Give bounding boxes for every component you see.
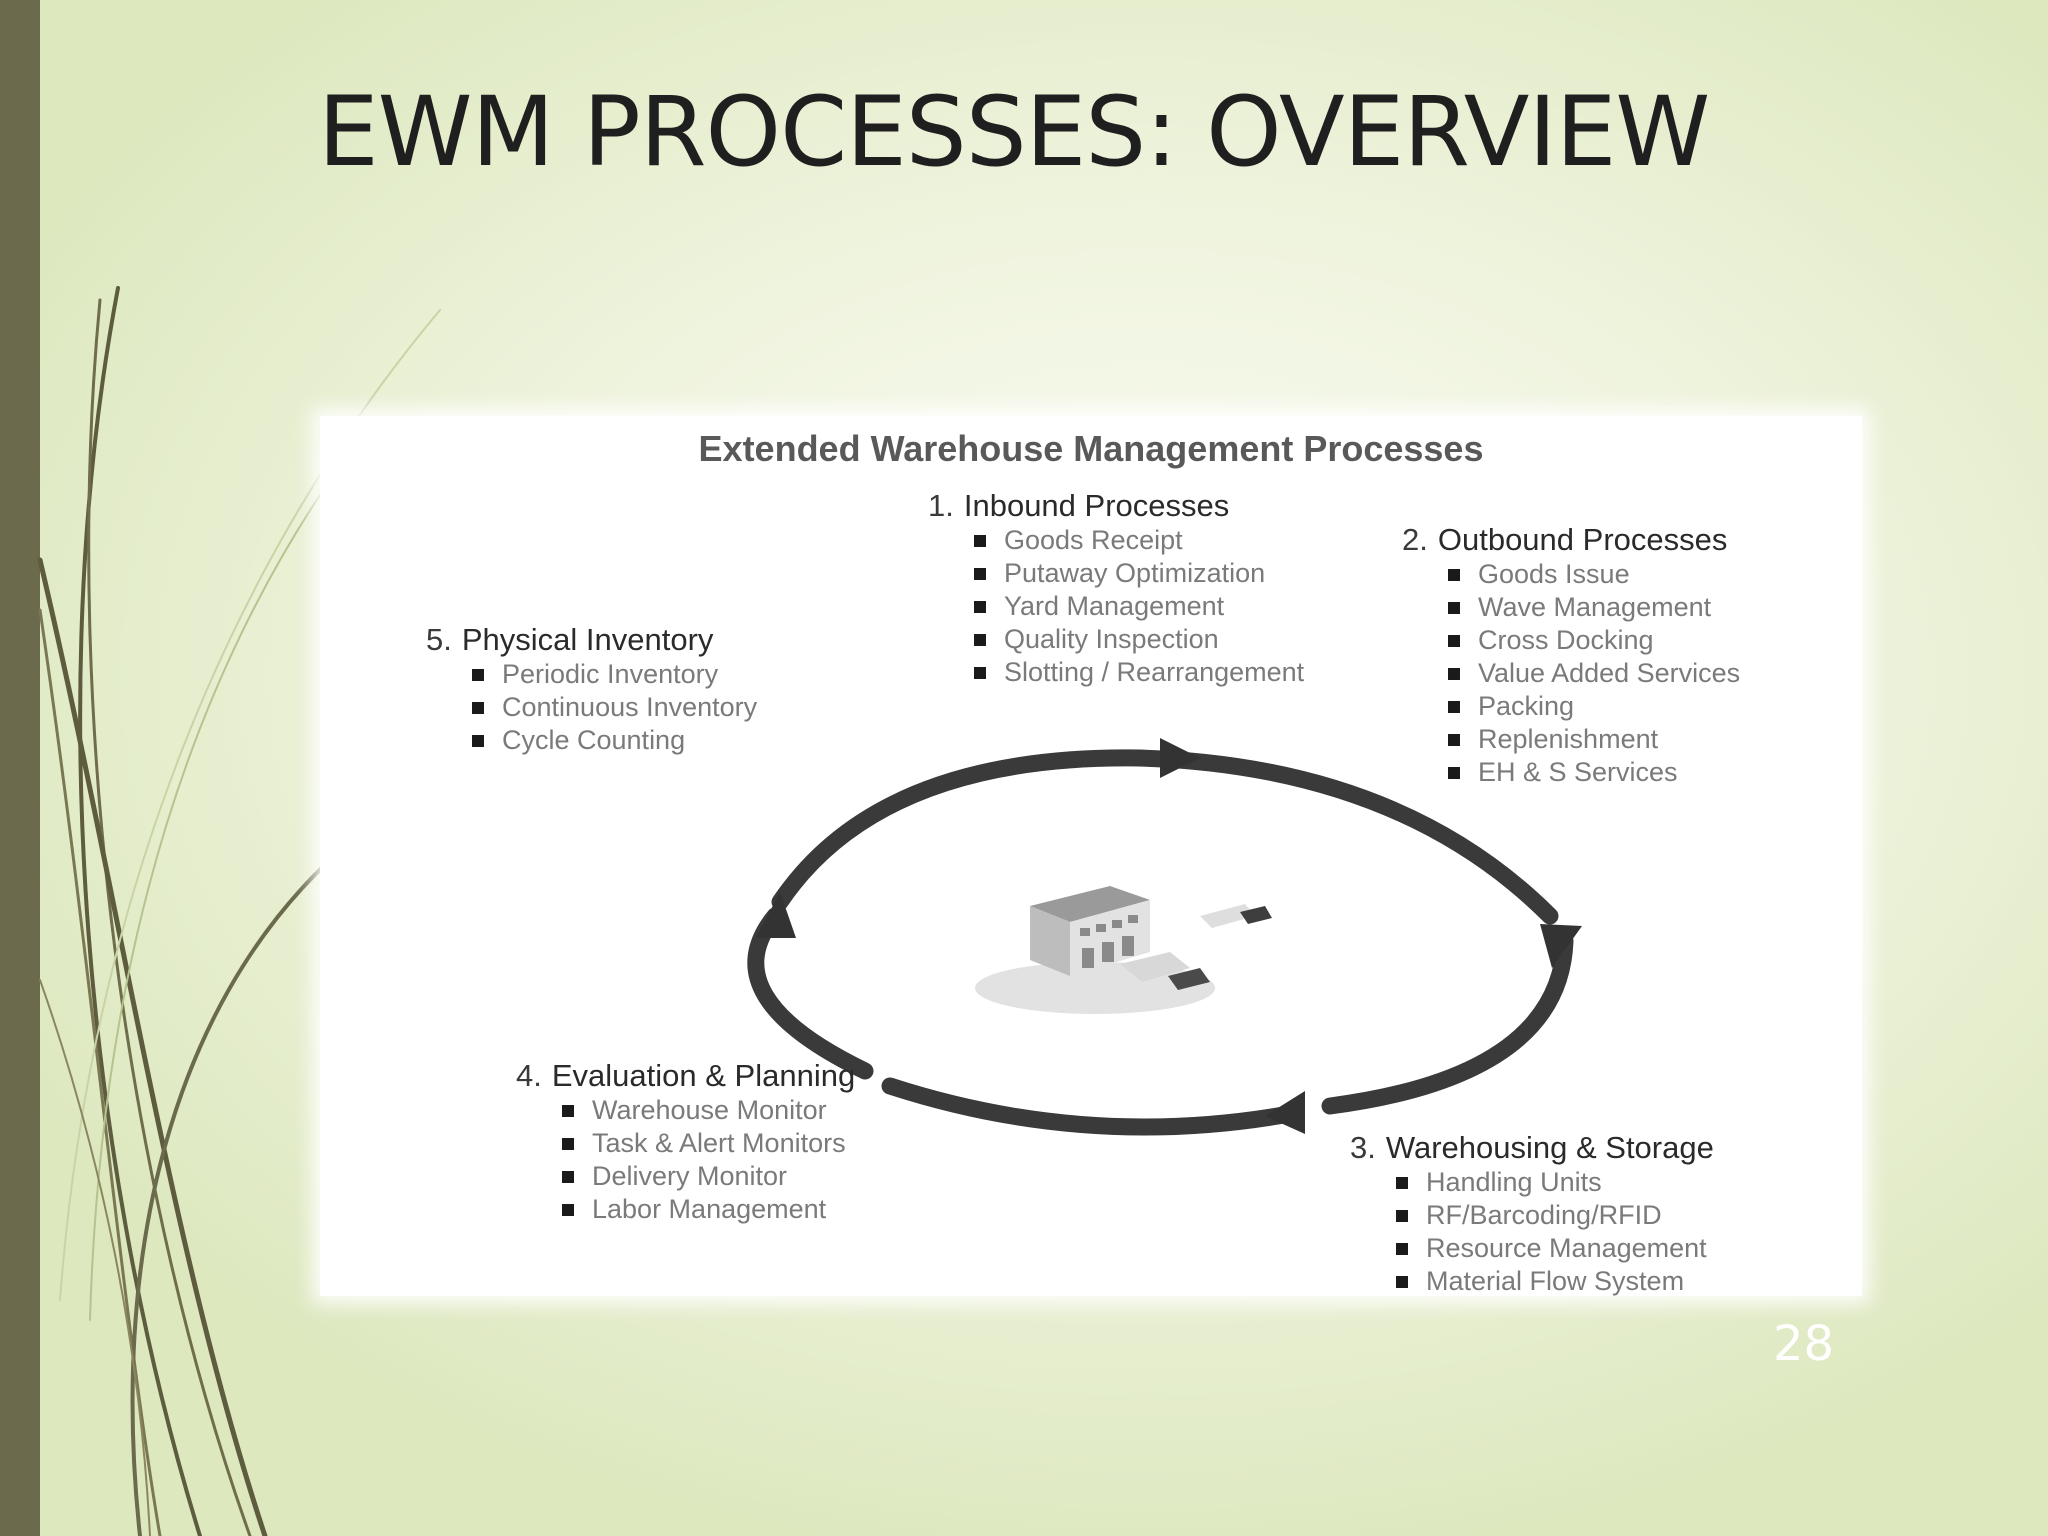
process-block-physical-inventory: 5.Physical Inventory Periodic Inventory … <box>426 622 757 757</box>
process-item: Material Flow System <box>1396 1265 1714 1298</box>
process-item: RF/Barcoding/RFID <box>1396 1199 1714 1232</box>
process-item: Goods Issue <box>1448 558 1740 591</box>
process-item: Putaway Optimization <box>974 557 1304 590</box>
cycle-arrowhead-right <box>1540 924 1582 968</box>
process-item: Continuous Inventory <box>472 691 757 724</box>
process-cycle-diagram <box>747 738 1582 1136</box>
process-item: Yard Management <box>974 590 1304 623</box>
process-block-outbound: 2.Outbound Processes Goods Issue Wave Ma… <box>1402 522 1740 789</box>
slide-title: EWM PROCESSES: OVERVIEW <box>318 76 1710 188</box>
process-item: Wave Management <box>1448 591 1740 624</box>
process-item: Slotting / Rearrangement <box>974 656 1304 689</box>
process-item: Goods Receipt <box>974 524 1304 557</box>
process-heading: 5.Physical Inventory <box>426 622 714 657</box>
process-item: EH & S Services <box>1448 756 1740 789</box>
cycle-arrowhead-top <box>1160 738 1200 778</box>
process-heading: 4.Evaluation & Planning <box>516 1058 856 1093</box>
process-block-inbound: 1.Inbound Processes Goods Receipt Putawa… <box>928 488 1304 689</box>
process-item: Task & Alert Monitors <box>562 1127 855 1160</box>
process-item: Handling Units <box>1396 1166 1714 1199</box>
cycle-arrow-right <box>1321 932 1574 1115</box>
left-accent-bar <box>0 0 40 1536</box>
process-heading: 2.Outbound Processes <box>1402 522 1728 557</box>
cycle-arrowhead-bottom <box>1265 1091 1305 1134</box>
process-item: Packing <box>1448 690 1740 723</box>
decorative-swoosh-lines <box>37 286 441 1536</box>
process-block-warehousing-storage: 3.Warehousing & Storage Handling Units R… <box>1350 1130 1714 1298</box>
cycle-arrow-bottom <box>881 1077 1304 1136</box>
process-item: Delivery Monitor <box>562 1160 855 1193</box>
process-item: Labor Management <box>562 1193 855 1226</box>
process-item: Cycle Counting <box>472 724 757 757</box>
warehouse-illustration <box>975 886 1272 1014</box>
process-block-evaluation-planning: 4.Evaluation & Planning Warehouse Monito… <box>516 1058 855 1226</box>
process-item: Quality Inspection <box>974 623 1304 656</box>
process-item: Periodic Inventory <box>472 658 757 691</box>
cycle-arrow-left <box>747 907 874 1080</box>
process-heading: 1.Inbound Processes <box>928 488 1230 523</box>
process-item: Cross Docking <box>1448 624 1740 657</box>
page-number: 28 <box>1773 1316 1835 1372</box>
process-item: Replenishment <box>1448 723 1740 756</box>
process-item: Warehouse Monitor <box>562 1094 855 1127</box>
process-item: Value Added Services <box>1448 657 1740 690</box>
cycle-arrowhead-left <box>756 892 796 938</box>
process-item: Resource Management <box>1396 1232 1714 1265</box>
process-heading: 3.Warehousing & Storage <box>1350 1130 1714 1165</box>
diagram-title: Extended Warehouse Management Processes <box>698 428 1484 469</box>
diagram-panel: Extended Warehouse Management Processes <box>320 416 1862 1296</box>
cycle-arrow-top <box>771 749 1559 925</box>
